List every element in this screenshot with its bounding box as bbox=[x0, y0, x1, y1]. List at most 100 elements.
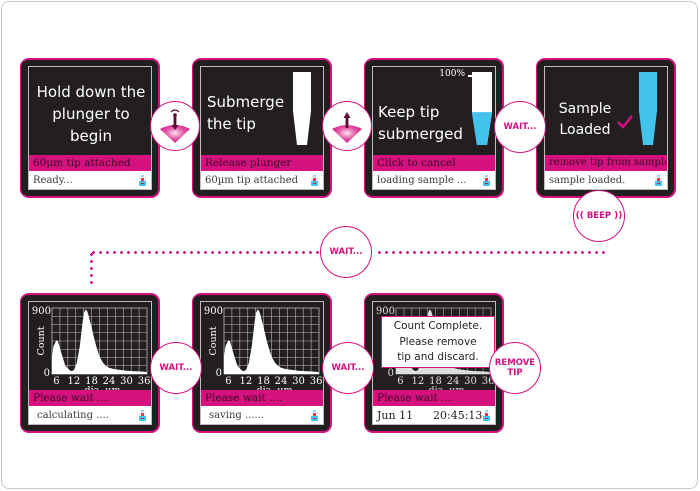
battery-icon bbox=[139, 175, 146, 186]
x-axis-label: dia. µm bbox=[256, 385, 292, 390]
device-step-2: Submerge the tip Release plunger 60µm ti… bbox=[192, 58, 332, 198]
x-tick-label: 24 bbox=[275, 376, 288, 387]
device-step-6: 612182430360900dia. µmCount Please wait … bbox=[192, 293, 332, 433]
status-text: loading sample ... bbox=[377, 175, 467, 186]
release-plunger-icon bbox=[332, 112, 362, 143]
pink-status-bar: Please wait .... bbox=[373, 390, 495, 406]
dotted-path-down bbox=[90, 251, 93, 287]
histogram-svg: 6 12 18 24 30 36 0 900 dia. µm Count bbox=[32, 306, 151, 390]
y-tick-label: 0 bbox=[388, 368, 394, 379]
battery-icon bbox=[655, 175, 662, 186]
fill-marker bbox=[468, 75, 474, 77]
x-tick-label: 24 bbox=[103, 376, 116, 387]
x-tick-label: 18 bbox=[85, 376, 98, 387]
pink-status-bar: 60µm tip attached bbox=[29, 155, 151, 171]
x-tick-label: 36 bbox=[482, 376, 495, 387]
wait-connector-4: WAIT... bbox=[322, 342, 374, 394]
x-axis-label: dia. µm bbox=[428, 385, 464, 390]
device-screen: 100% Keep tip submerged Click to cancel … bbox=[372, 66, 496, 190]
histogram-area bbox=[224, 309, 319, 374]
y-tick-label: 900 bbox=[376, 306, 395, 317]
dialog-line: tip and discard. bbox=[397, 351, 479, 363]
battery-icon bbox=[483, 410, 490, 421]
release-plunger-connector bbox=[322, 101, 372, 151]
histogram-chart: 6 12 18 24 30 36 0 900 dia. µm Count bbox=[29, 302, 151, 390]
dialog-line: Count Complete. bbox=[393, 320, 483, 332]
pink-status-bar: remove tip from sample bbox=[545, 155, 667, 171]
y-axis-label: Count bbox=[36, 326, 47, 355]
dotted-path-left bbox=[90, 251, 320, 254]
press-plunger-connector bbox=[150, 101, 200, 151]
device-screen: 612182430360900dia. µmCount Please wait … bbox=[28, 301, 152, 425]
tip-liquid-fill bbox=[472, 112, 492, 145]
wait-label: WAIT... bbox=[159, 363, 193, 373]
status-text: Ready... bbox=[33, 175, 73, 186]
white-status-bar: Ready... bbox=[29, 171, 151, 189]
status-text: saving ...... bbox=[209, 410, 265, 421]
remove-tip-connector: REMOVE TIP bbox=[489, 342, 541, 394]
dotted-path-right bbox=[376, 251, 608, 254]
device-step-3: 100% Keep tip submerged Click to cancel … bbox=[364, 58, 504, 198]
x-tick-label: 6 bbox=[225, 376, 231, 387]
status-text: sample loaded. bbox=[549, 175, 626, 186]
beep-label: (( BEEP )) bbox=[575, 211, 623, 221]
wait-label: WAIT... bbox=[503, 122, 537, 132]
x-tick-label: 36 bbox=[138, 376, 151, 387]
time-text: 20:45:13 bbox=[433, 409, 483, 422]
x-tick-label: 30 bbox=[292, 376, 305, 387]
x-tick-label: 18 bbox=[257, 376, 270, 387]
white-status-bar: calculating .... bbox=[29, 406, 151, 424]
device-step-7: 612182430360900dia. µmCount Count Comple… bbox=[364, 293, 504, 433]
device-step-5: 612182430360900dia. µmCount Please wait … bbox=[20, 293, 160, 433]
pink-status-bar: Please wait .... bbox=[201, 390, 323, 406]
y-tick-label: 0 bbox=[44, 368, 50, 379]
checkmark-icon bbox=[617, 115, 633, 129]
x-tick-label: 24 bbox=[447, 376, 460, 387]
battery-icon bbox=[483, 175, 490, 186]
status-text: 60µm tip attached bbox=[205, 175, 299, 186]
remove-tip-label: REMOVE TIP bbox=[494, 358, 536, 378]
x-tick-label: 12 bbox=[412, 376, 425, 387]
device-screen: 612182430360900dia. µmCount Please wait … bbox=[200, 301, 324, 425]
histogram-svg: 612182430360900dia. µmCount bbox=[204, 306, 323, 390]
pink-status-bar: Release plunger bbox=[201, 155, 323, 171]
wait-connector-3: WAIT... bbox=[150, 342, 202, 394]
x-tick-label: 12 bbox=[240, 376, 253, 387]
device-screen: Submerge the tip Release plunger 60µm ti… bbox=[200, 66, 324, 190]
x-axis-label: dia. µm bbox=[84, 385, 120, 390]
white-status-bar: 60µm tip attached bbox=[201, 171, 323, 189]
device-screen: 612182430360900dia. µmCount Count Comple… bbox=[372, 301, 496, 425]
x-tick-label: 6 bbox=[53, 376, 59, 387]
sound-wave-left-icon: (( bbox=[575, 211, 584, 221]
date-text: Jun 11 bbox=[377, 409, 414, 422]
status-text: calculating .... bbox=[37, 410, 109, 421]
y-axis-label: Count bbox=[208, 326, 219, 355]
histogram-area bbox=[52, 309, 147, 374]
y-tick-label: 900 bbox=[32, 306, 51, 317]
count-complete-dialog: Count Complete. Please remove tip and di… bbox=[381, 316, 495, 368]
screen-message: Hold down the plunger to begin bbox=[36, 83, 146, 145]
empty-tip-icon bbox=[293, 72, 311, 145]
x-tick-label: 30 bbox=[120, 376, 133, 387]
cancel-bar[interactable]: Click to cancel bbox=[373, 155, 495, 171]
device-step-4: Sample Loaded remove tip from sample sam… bbox=[536, 58, 676, 198]
full-tip-icon bbox=[639, 72, 657, 145]
x-tick-label: 12 bbox=[68, 376, 81, 387]
x-tick-label: 30 bbox=[464, 376, 477, 387]
wait-connector-1: WAIT... bbox=[494, 101, 546, 153]
white-status-bar: saving ...... bbox=[201, 406, 323, 424]
beep-connector: (( BEEP )) bbox=[573, 190, 625, 242]
screen-message: Submerge the tip bbox=[207, 93, 285, 133]
device-step-1: Hold down the plunger to begin 60µm tip … bbox=[20, 58, 160, 198]
sound-wave-right-icon: )) bbox=[614, 211, 623, 221]
battery-icon bbox=[311, 175, 318, 186]
wait-label: WAIT... bbox=[331, 363, 365, 373]
white-status-bar: loading sample ... bbox=[373, 171, 495, 189]
x-tick-label: 6 bbox=[397, 376, 403, 387]
press-plunger-icon bbox=[160, 109, 190, 143]
device-screen: Sample Loaded remove tip from sample sam… bbox=[544, 66, 668, 190]
dialog-line: Please remove bbox=[399, 335, 477, 348]
y-tick-label: 0 bbox=[216, 368, 222, 379]
screen-message: Sample Loaded bbox=[558, 101, 612, 138]
x-tick-label: 36 bbox=[310, 376, 323, 387]
